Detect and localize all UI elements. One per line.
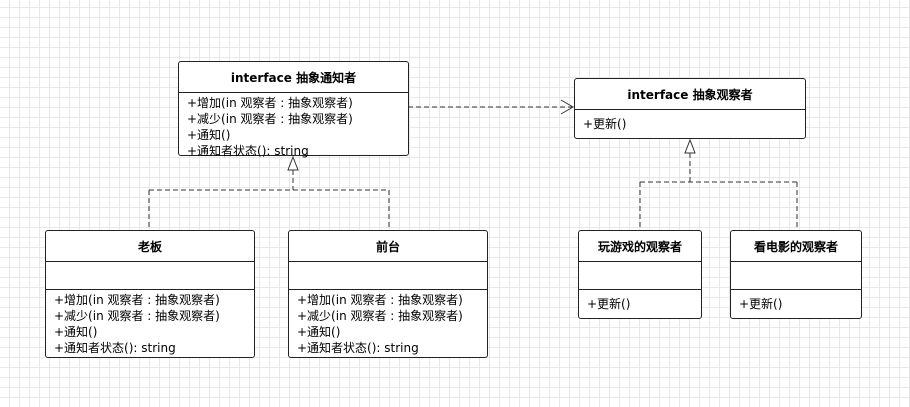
operation: +通知者状态(): string (187, 144, 309, 158)
operation: +减少(in 观察者 : 抽象观察者) (297, 309, 463, 323)
triangle-arrow-icon (287, 155, 299, 171)
open-arrow-icon (560, 99, 574, 115)
class-subject[interactable]: interface 抽象通知者 +增加(in 观察者 : 抽象观察者) +减少(… (178, 61, 409, 158)
class-observer[interactable]: interface 抽象观察者 +更新() (574, 78, 806, 139)
realization-line-subject (148, 170, 390, 230)
attributes-section (731, 262, 861, 290)
realization-line-observer (639, 153, 798, 230)
class-title: 玩游戏的观察者 (579, 231, 701, 262)
class-movie-observer[interactable]: 看电影的观察者 +更新() (730, 230, 862, 319)
operation: +减少(in 观察者 : 抽象观察者) (187, 112, 353, 126)
class-boss[interactable]: 老板 +增加(in 观察者 : 抽象观察者) +减少(in 观察者 : 抽象观察… (45, 230, 255, 358)
class-title: interface 抽象观察者 (575, 79, 805, 110)
class-title: interface 抽象通知者 (179, 62, 408, 93)
operation: +通知者状态(): string (297, 341, 419, 355)
operation: +增加(in 观察者 : 抽象观察者) (54, 293, 220, 307)
class-title: 看电影的观察者 (731, 231, 861, 262)
operation: +通知者状态(): string (54, 341, 176, 355)
class-secretary[interactable]: 前台 +增加(in 观察者 : 抽象观察者) +减少(in 观察者 : 抽象观察… (288, 230, 488, 358)
triangle-arrow-icon (684, 138, 696, 154)
operation: +减少(in 观察者 : 抽象观察者) (54, 309, 220, 323)
attributes-section (579, 262, 701, 290)
operation: +通知() (187, 128, 231, 142)
operation: +增加(in 观察者 : 抽象观察者) (297, 293, 463, 307)
class-title: 前台 (289, 231, 487, 262)
operation: +更新() (587, 297, 631, 311)
operation: +更新() (739, 297, 783, 311)
class-title: 老板 (46, 231, 254, 262)
operation: +更新() (583, 117, 627, 131)
attributes-section (289, 262, 487, 290)
operation: +通知() (297, 325, 341, 339)
operation: +通知() (54, 325, 98, 339)
attributes-section (46, 262, 254, 290)
operation: +增加(in 观察者 : 抽象观察者) (187, 96, 353, 110)
class-game-observer[interactable]: 玩游戏的观察者 +更新() (578, 230, 702, 319)
